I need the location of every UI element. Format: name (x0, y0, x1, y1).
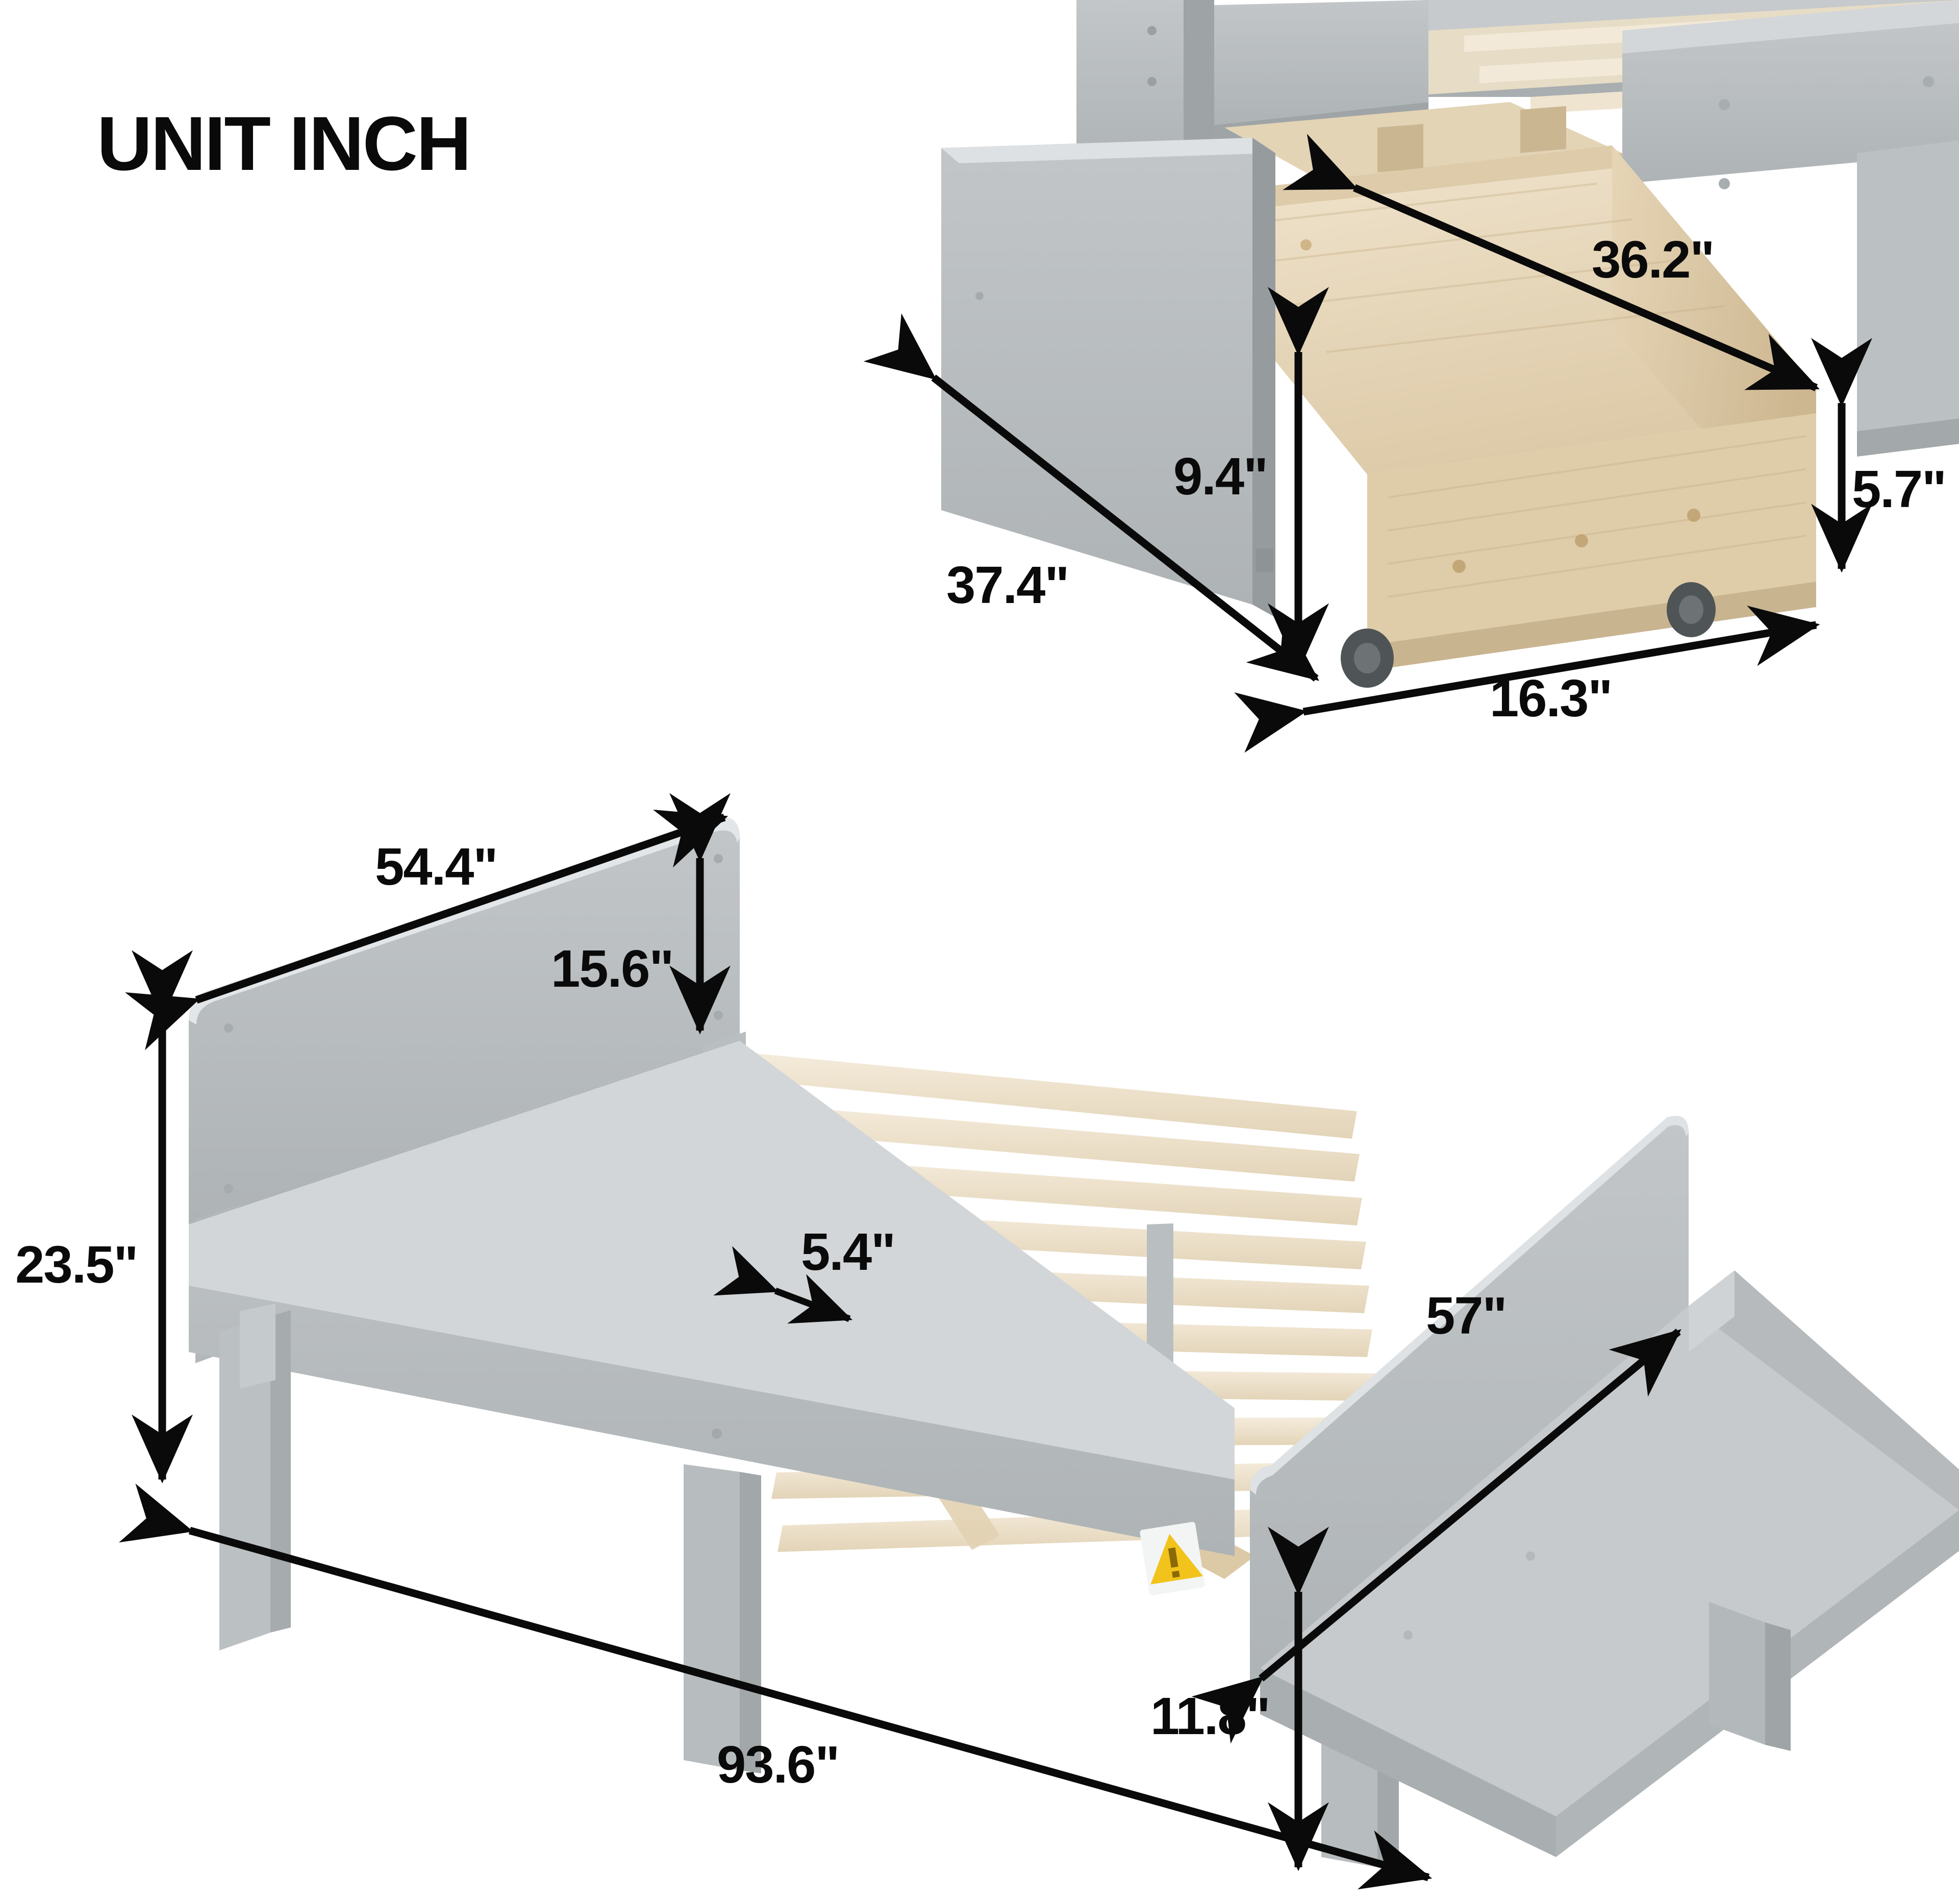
side-rail-front (189, 1041, 1235, 1556)
dimension-label-drawer-inner-length: 36.2" (1592, 230, 1715, 289)
page-title: UNIT INCH (97, 101, 471, 186)
dimension-label-clearance: 11.8" (1150, 1687, 1271, 1745)
dimension-label-slat-gap: 5.4" (801, 1222, 896, 1281)
bed-dimension-lines (119, 793, 1681, 1890)
slat-platform (541, 1051, 1385, 1579)
drawer-front-panel (941, 138, 1275, 617)
dimension-label-drawer-front-width: 37.4" (946, 556, 1069, 614)
extension-shelf (1260, 1270, 1959, 1857)
warning-label-icon (1140, 1522, 1205, 1595)
bed-scene (189, 817, 1959, 1870)
drawer-scene (941, 0, 1959, 688)
dimension-label-bed-length: 93.6" (717, 1735, 840, 1794)
dimension-label-drawer-depth: 16.3" (1490, 669, 1613, 728)
dimension-label-drawer-front-height: 9.4" (1173, 447, 1268, 506)
dimension-label-headboard-width: 54.4" (375, 837, 498, 896)
dimension-label-footboard-length: 57" (1426, 1286, 1507, 1345)
dimension-label-headboard-height: 15.6" (551, 939, 674, 998)
bed-underside-slats (1428, 0, 1959, 114)
dimension-label-drawer-side-height: 5.7" (1852, 460, 1947, 518)
footboard (1250, 1116, 1689, 1694)
dimension-label-bed-height: 23.5" (15, 1235, 138, 1294)
